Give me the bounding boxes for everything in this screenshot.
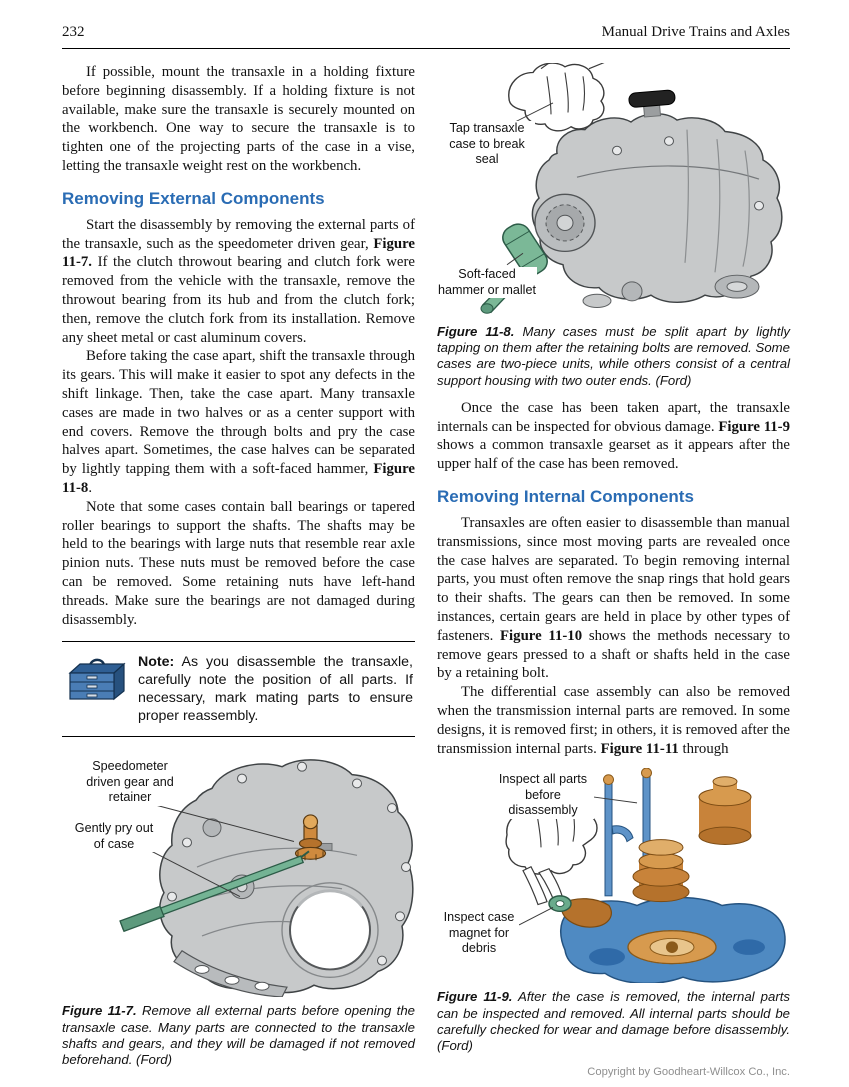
section-heading-removing-external-components: Removing External Components [62, 188, 325, 208]
figure-caption-label: Figure 11-9. [437, 989, 513, 1005]
right-column: Tap transaxle case to break seal Soft-fa… [437, 56, 790, 1068]
transaxle-case [531, 113, 783, 309]
page-header: 232 Manual Drive Trains and Axles [62, 24, 790, 49]
paragraph-text: Before taking the case apart, shift the … [62, 348, 415, 478]
figure-label-tap-case: Tap transaxle case to break seal [439, 121, 535, 168]
paragraph-text: through [678, 740, 729, 757]
leader-line [506, 252, 524, 266]
pry-tool [119, 850, 310, 933]
figure-label-inspect-parts: Inspect all parts before disassembly [492, 772, 594, 819]
leader-line [147, 849, 241, 898]
section-heading-removing-internal-components: Removing Internal Components [437, 487, 694, 506]
ring-gear [627, 930, 717, 965]
figure-caption-text: After the case is removed, the internal … [437, 989, 790, 1053]
paragraph-text: shows the methods necessary to remove ge… [437, 627, 790, 682]
figure-11-8-illustration: Tap transaxle case to break seal Soft-fa… [437, 56, 790, 318]
transaxle-case [159, 759, 414, 998]
paragraph-text: . [88, 479, 93, 496]
two-column-layout: If possible, mount the transaxle in a ho… [62, 56, 790, 1068]
paragraph-once-case-taken-apart: Once the case has been taken apart, the … [437, 399, 790, 474]
figure-label-gently-pry: Gently pry out of case [70, 821, 158, 853]
magnet-disc [548, 895, 572, 913]
figure-caption-label: Figure 11-8. [437, 324, 515, 339]
copyright-notice: Copyright by Goodheart-Willcox Co., Inc. [587, 1066, 790, 1078]
figure-label-soft-hammer: Soft-faced hammer or mallet [437, 267, 537, 298]
figure-reference: Figure 11-7. [62, 235, 415, 271]
running-head: Manual Drive Trains and Axles [601, 24, 790, 40]
leader-line [518, 907, 554, 926]
note-label: Note: [138, 654, 175, 671]
paragraph-text: Transaxles are often easier to disassemb… [437, 515, 790, 644]
figure-11-9-caption: Figure 11-9. After the case is removed, … [437, 989, 790, 1054]
paragraph-differential-case: The differential case assembly can also … [437, 683, 790, 758]
figure-11-8-caption: Figure 11-8. Many cases must be split ap… [437, 324, 790, 389]
paragraph-before-taking-case-apart: Before taking the case apart, shift the … [62, 347, 415, 497]
figure-11-7-illustration: Speedometer driven gear and retainer Gen… [62, 749, 415, 998]
case-opening [281, 882, 379, 979]
shift-cap [628, 89, 676, 118]
paragraph-text: shows a common transaxle gearset as it a… [437, 437, 790, 473]
paragraph-text: If the clutch throwout bearing and clutc… [62, 254, 415, 346]
paragraph-text: If possible, mount the transaxle in a ho… [62, 64, 415, 174]
figure-reference: Figure 11-11 [600, 740, 679, 757]
gear-cluster-right [698, 776, 752, 846]
paragraph-text: Start the disassembly by removing the ex… [62, 216, 415, 252]
gear-cluster-center [632, 839, 690, 903]
speedometer-gear [294, 814, 333, 861]
paragraph-bearings-note: Note that some cases contain ball bearin… [62, 498, 415, 630]
figure-11-7-svg [119, 759, 414, 998]
left-column: If possible, mount the transaxle in a ho… [62, 63, 415, 1068]
figure-label-speedometer-gear: Speedometer driven gear and retainer [75, 759, 185, 806]
note-text: Note: As you disassemble the transaxle, … [138, 653, 413, 725]
paragraph-text: Note that some cases contain ball bearin… [62, 498, 415, 628]
toolbox-icon [62, 653, 126, 708]
figure-reference: Figure 11-9 [718, 418, 791, 435]
note-body: As you disassemble the transaxle, carefu… [138, 654, 413, 725]
figure-label-case-magnet: Inspect case magnet for debris [439, 910, 519, 957]
figure-caption-text: Remove all external parts before opening… [62, 1003, 415, 1067]
figure-caption-text: Many cases must be split apart by lightl… [437, 324, 790, 388]
figure-reference: Figure 11-10 [500, 627, 583, 644]
leader-line [151, 803, 295, 843]
paragraph-mount-transaxle: If possible, mount the transaxle in a ho… [62, 63, 415, 176]
figure-caption-label: Figure 11-7. [62, 1003, 137, 1019]
leader-line [593, 796, 638, 804]
paragraph-start-disassembly: Start the disassembly by removing the ex… [62, 216, 415, 348]
figure-11-8-svg [480, 56, 783, 314]
paragraph-text: Once the case has been taken apart, the … [437, 399, 790, 435]
page-number: 232 [62, 24, 85, 40]
leader-line [514, 102, 554, 123]
paragraph-text: The differential case assembly can also … [437, 684, 790, 757]
paragraph-transaxles-disassemble: Transaxles are often easier to disassemb… [437, 514, 790, 683]
figure-11-9-illustration: Inspect all parts before disassembly Ins… [437, 767, 790, 985]
figure-reference: Figure 11-8 [62, 461, 415, 496]
toolbox-icon-svg [68, 658, 126, 701]
note-box: Note: As you disassemble the transaxle, … [62, 641, 415, 738]
figure-11-7-caption: Figure 11-7. Remove all external parts b… [62, 1003, 415, 1068]
